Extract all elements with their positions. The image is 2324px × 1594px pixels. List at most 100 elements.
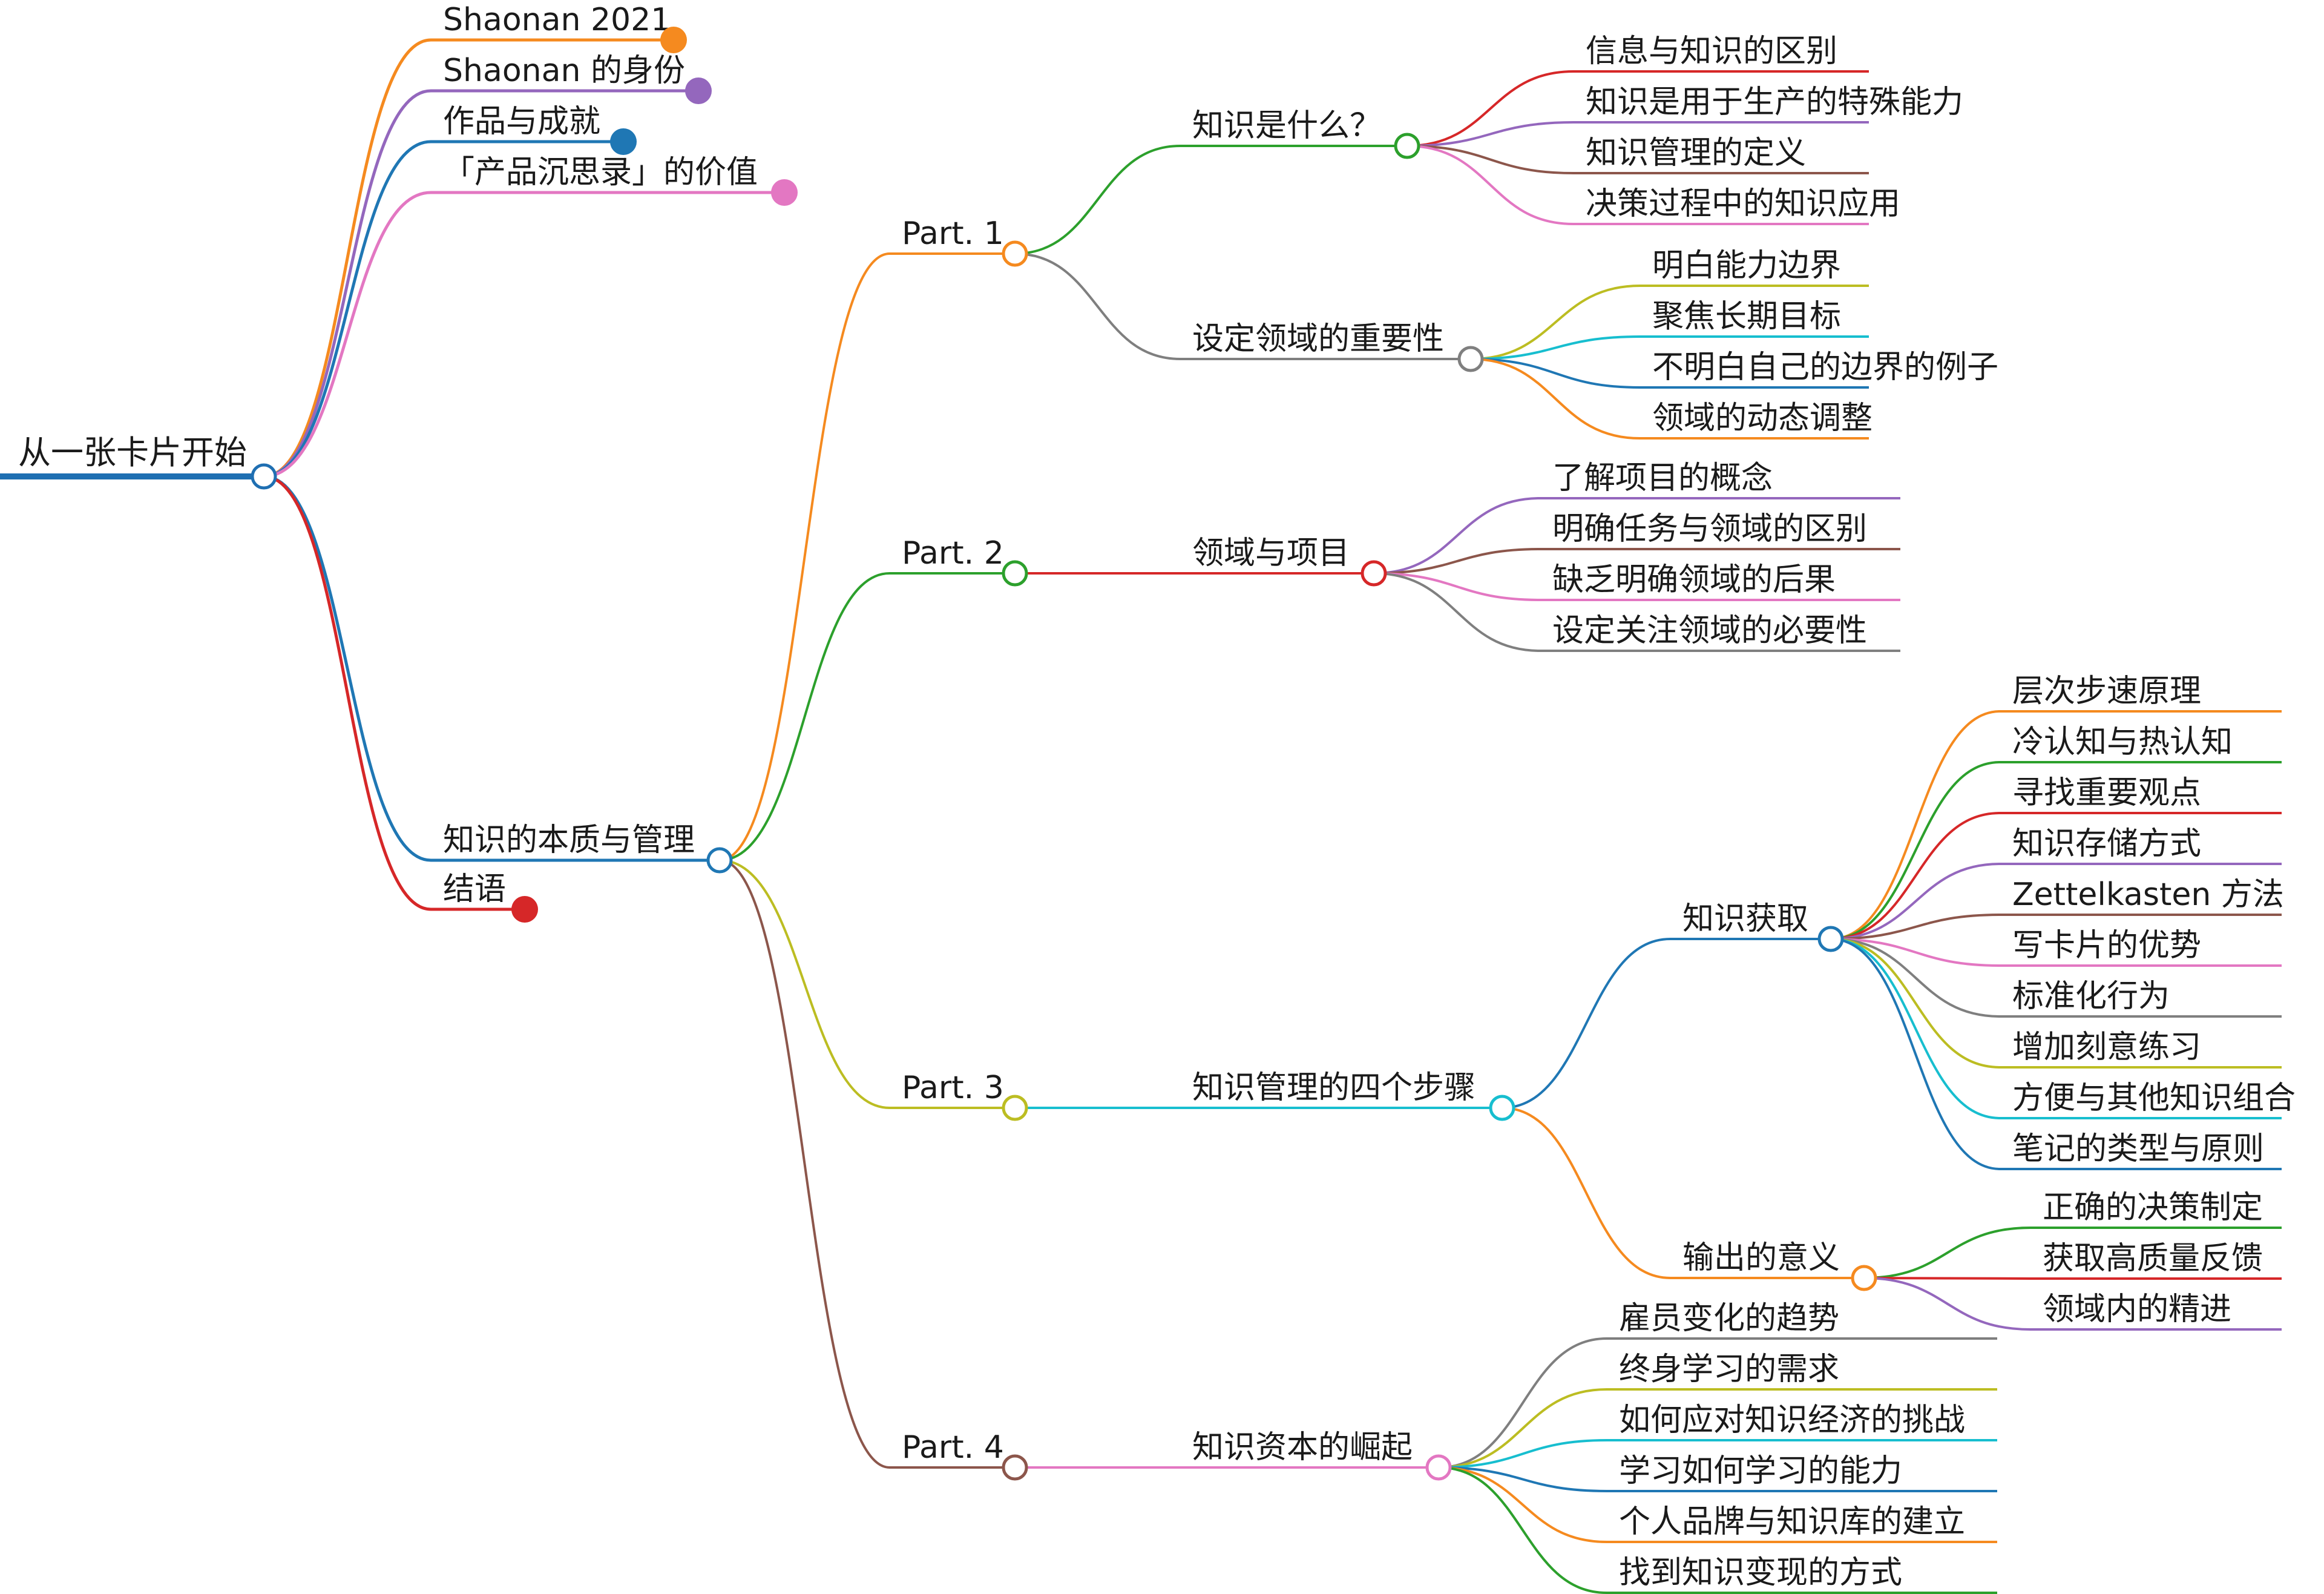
output-item-2-connector bbox=[1863, 1277, 2031, 1280]
part3-connector bbox=[719, 859, 890, 1109]
output-connector bbox=[1502, 1107, 1671, 1279]
what-is-item-1-connector bbox=[1407, 70, 1574, 147]
domain-item-3-connector bbox=[1470, 358, 1641, 389]
capital-item-6-connector bbox=[1438, 1466, 1607, 1594]
capital-item-1-connector bbox=[1438, 1337, 1607, 1469]
domain-item-1-label: 明白能力边界 bbox=[1652, 248, 1841, 284]
acquisition-item-4-connector bbox=[1830, 863, 2001, 940]
domain-project-item-2-label: 明确任务与领域的区别 bbox=[1552, 511, 1867, 547]
domain-project-item-3-label: 缺乏明确领域的后果 bbox=[1552, 562, 1836, 598]
capital-item-6-label: 找到知识变现的方式 bbox=[1619, 1555, 1902, 1591]
domain-project-node[interactable] bbox=[1361, 560, 1387, 587]
what-is-label: 知识是什么？ bbox=[1192, 108, 1381, 144]
what-is-item-2-label: 知识是用于生产的特殊能力 bbox=[1586, 84, 1963, 120]
domain-project-item-4-label: 设定关注领域的必要性 bbox=[1552, 613, 1867, 649]
mindmap-nodes bbox=[251, 27, 1877, 1481]
acquisition-item-6-connector bbox=[1830, 938, 2001, 967]
conclusion-node[interactable] bbox=[511, 896, 538, 923]
acquisition-item-10-label: 笔记的类型与原则 bbox=[2012, 1131, 2264, 1167]
conclusion-label: 结语 bbox=[443, 871, 506, 907]
shaonan-2021-node[interactable] bbox=[660, 27, 687, 53]
works-connector bbox=[263, 140, 432, 478]
acquisition-item-1-connector bbox=[1830, 710, 2001, 940]
output-item-3-label: 领域内的精进 bbox=[2043, 1291, 2231, 1328]
capital-item-5-connector bbox=[1438, 1466, 1607, 1543]
domain-item-3-label: 不明白自己的边界的例子 bbox=[1652, 349, 1998, 386]
domain-importance-label: 设定领域的重要性 bbox=[1192, 321, 1444, 357]
domain-item-4-connector bbox=[1470, 358, 1641, 440]
acquisition-item-2-connector bbox=[1830, 761, 2001, 940]
shaonan-identity-node[interactable] bbox=[685, 77, 712, 104]
four-steps-label: 知识管理的四个步骤 bbox=[1192, 1070, 1475, 1106]
acquisition-label: 知识获取 bbox=[1682, 901, 1808, 937]
part1-connector bbox=[719, 252, 890, 861]
acquisition-item-2-label: 冷认知与热认知 bbox=[2012, 724, 2233, 760]
domain-item-2-connector bbox=[1470, 335, 1641, 360]
part4-node[interactable] bbox=[1002, 1454, 1028, 1481]
knowledge-branch-label: 知识的本质与管理 bbox=[443, 822, 695, 858]
output-item-2-label: 获取高质量反馈 bbox=[2043, 1240, 2263, 1277]
value-node[interactable] bbox=[771, 179, 798, 206]
knowledge-branch-connector bbox=[263, 475, 432, 862]
part2-connector bbox=[719, 572, 890, 861]
acquisition-node[interactable] bbox=[1817, 926, 1844, 952]
capital-item-4-connector bbox=[1438, 1466, 1607, 1492]
what-is-item-3-label: 知识管理的定义 bbox=[1586, 135, 1806, 171]
acquisition-item-8-connector bbox=[1830, 938, 2001, 1069]
part4-label: Part. 4 bbox=[902, 1429, 1004, 1466]
domain-item-1-connector bbox=[1470, 285, 1641, 360]
what-is-item-3-connector bbox=[1407, 145, 1574, 174]
value-label: 「产品沉思录」的价值 bbox=[443, 154, 758, 191]
acquisition-item-7-connector bbox=[1830, 938, 2001, 1018]
domain-project-item-2-connector bbox=[1373, 548, 1541, 575]
output-item-1-label: 正确的决策制定 bbox=[2043, 1190, 2263, 1226]
domain-project-item-1-connector bbox=[1373, 497, 1541, 575]
works-node[interactable] bbox=[610, 128, 637, 155]
domain-importance-node[interactable] bbox=[1457, 346, 1484, 372]
domain-item-4-label: 领域的动态调整 bbox=[1652, 400, 1873, 436]
acquisition-item-3-connector bbox=[1830, 812, 2001, 940]
acquisition-item-8-label: 增加刻意练习 bbox=[2012, 1029, 2201, 1065]
acquisition-item-6-label: 写卡片的优势 bbox=[2012, 927, 2201, 964]
acquisition-item-7-label: 标准化行为 bbox=[2012, 978, 2170, 1015]
capital-item-2-label: 终身学习的需求 bbox=[1619, 1351, 1839, 1388]
what-is-item-4-connector bbox=[1407, 145, 1574, 225]
acquisition-connector bbox=[1502, 938, 1671, 1109]
acquisition-item-9-label: 方便与其他知识组合 bbox=[2012, 1080, 2296, 1116]
what-is-item-1-label: 信息与知识的区别 bbox=[1586, 33, 1837, 70]
shaonan-identity-connector bbox=[263, 89, 432, 478]
conclusion-connector bbox=[263, 475, 432, 911]
what-is-item-2-connector bbox=[1407, 121, 1574, 147]
capital-node[interactable] bbox=[1425, 1454, 1452, 1481]
part3-node[interactable] bbox=[1002, 1095, 1028, 1121]
root-node[interactable] bbox=[251, 463, 277, 490]
acquisition-item-1-label: 层次步速原理 bbox=[2012, 673, 2201, 710]
mindmap-connectors bbox=[0, 38, 2282, 1594]
what-is-node[interactable] bbox=[1394, 133, 1420, 159]
capital-item-1-label: 雇员变化的趋势 bbox=[1619, 1300, 1839, 1337]
knowledge-node[interactable] bbox=[706, 847, 733, 874]
four-steps-node[interactable] bbox=[1489, 1095, 1515, 1121]
capital-item-4-label: 学习如何学习的能力 bbox=[1619, 1453, 1902, 1489]
domain-project-item-3-connector bbox=[1373, 572, 1541, 601]
part2-node[interactable] bbox=[1002, 560, 1028, 587]
part1-node[interactable] bbox=[1002, 240, 1028, 267]
part2-label: Part. 2 bbox=[902, 535, 1004, 571]
output-label: 输出的意义 bbox=[1682, 1240, 1840, 1276]
part1-label: Part. 1 bbox=[902, 216, 1004, 252]
domain-project-label: 领域与项目 bbox=[1192, 535, 1350, 571]
domain-project-item-4-connector bbox=[1373, 572, 1541, 652]
root-label: 从一张卡片开始 bbox=[18, 433, 247, 472]
capital-item-3-label: 如何应对知识经济的挑战 bbox=[1619, 1402, 1965, 1438]
shaonan-2021-label: Shaonan 2021 bbox=[443, 2, 671, 38]
part4-connector bbox=[719, 859, 890, 1469]
capital-item-2-connector bbox=[1438, 1388, 1607, 1469]
acquisition-item-5-connector bbox=[1830, 914, 2001, 940]
works-label: 作品与成就 bbox=[443, 104, 600, 140]
capital-label: 知识资本的崛起 bbox=[1192, 1429, 1413, 1466]
output-item-3-connector bbox=[1863, 1277, 2031, 1331]
what-is-item-4-label: 决策过程中的知识应用 bbox=[1586, 186, 1900, 222]
output-node[interactable] bbox=[1851, 1265, 1877, 1291]
